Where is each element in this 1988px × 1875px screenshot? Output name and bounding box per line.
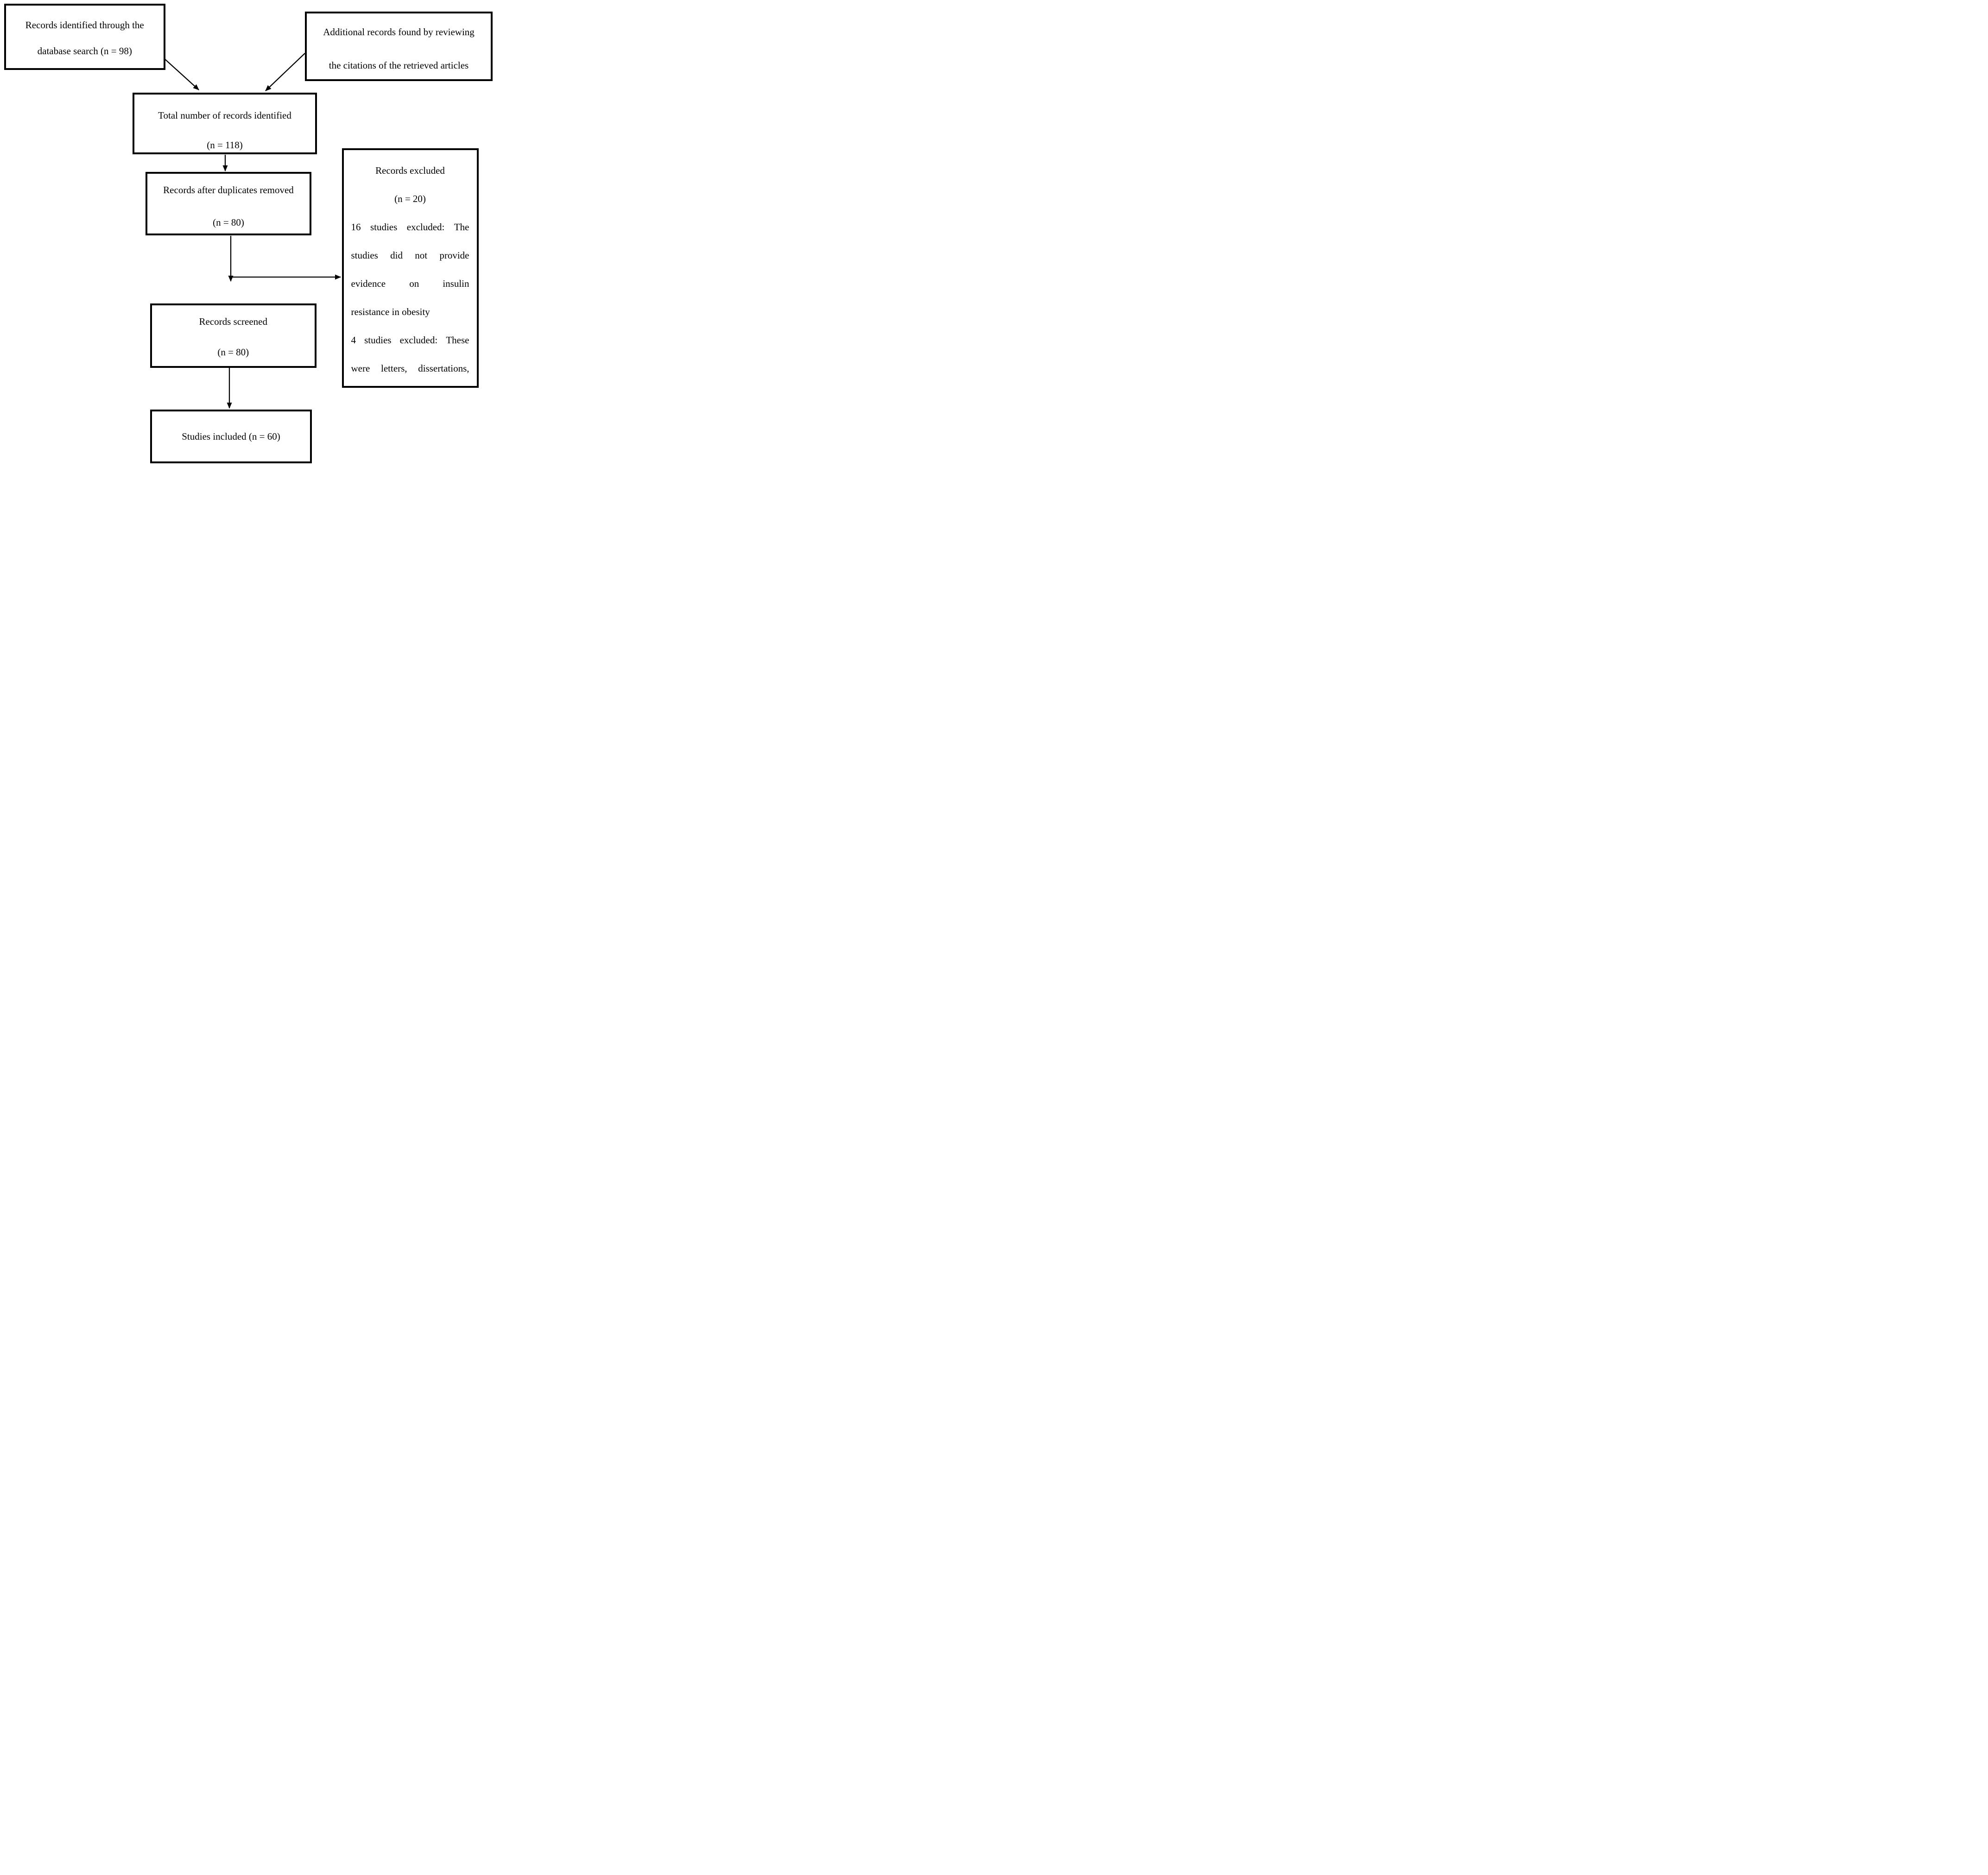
arrow-additional-to-total	[265, 53, 305, 91]
box-text-line: (n = 80)	[213, 217, 244, 228]
box-text-line: Records screened	[199, 316, 267, 327]
records-screened-box: Records screened (n = 80)	[150, 303, 317, 368]
excluded-box-line: Records excluded	[375, 164, 445, 176]
excluded-box-line: (n = 20)	[394, 193, 426, 204]
excluded-box-line: resistance in obesity	[351, 306, 430, 317]
records-identified-box: Records identified through the database …	[4, 4, 165, 70]
box-text-line: Studies included (n = 60)	[182, 430, 280, 442]
box-text-line: Records after duplicates removed	[163, 184, 294, 196]
box-text-line: Records identified through the	[25, 19, 144, 31]
box-text-line: Total number of records identified	[158, 110, 291, 121]
total-records-box: Total number of records identified (n = …	[133, 93, 317, 154]
box-text-line: database search (n = 98)	[37, 45, 132, 57]
box-text-line: the citations of the retrieved articles	[329, 60, 469, 71]
box-text-line: Additional records found by reviewing	[323, 26, 475, 38]
arrow-identified-to-total	[164, 58, 199, 90]
prisma-flow-diagram: Records identified through the database …	[0, 0, 497, 469]
box-text-line: (n = 80)	[217, 346, 249, 358]
studies-included-box: Studies included (n = 60)	[150, 409, 312, 463]
box-text-line: (n = 118)	[207, 139, 243, 151]
additional-records-box: Additional records found by reviewing th…	[305, 12, 493, 81]
records-after-duplicates-box: Records after duplicates removed (n = 80…	[146, 172, 311, 235]
